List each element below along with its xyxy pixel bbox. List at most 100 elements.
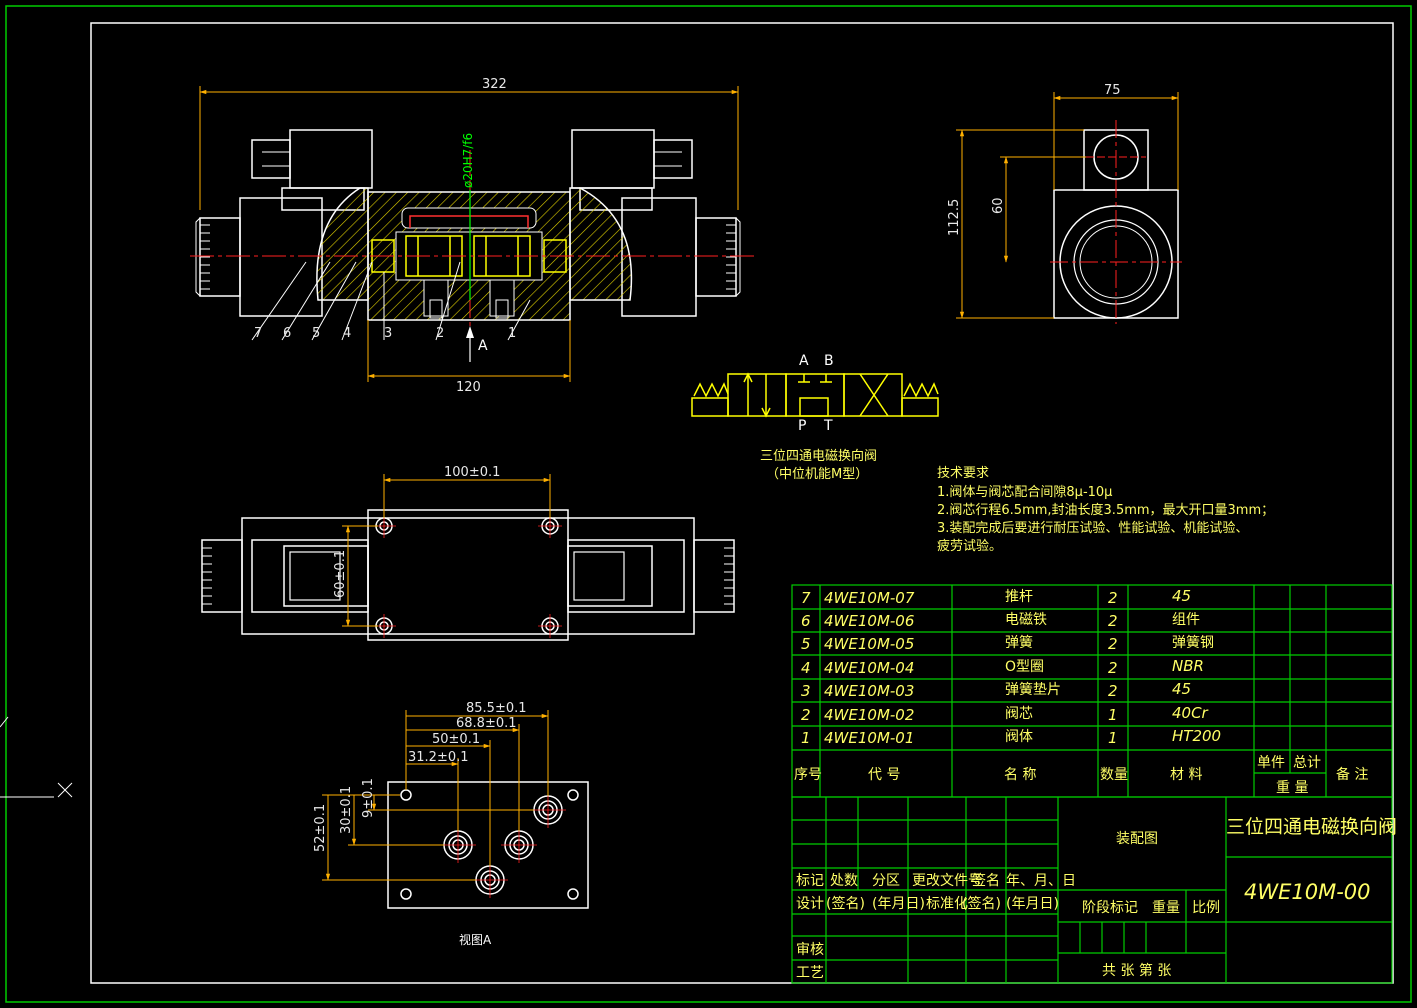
part-balloons: 7 6 5 4 3 2 1 <box>254 326 516 341</box>
svg-text:4WE10M-05: 4WE10M-05 <box>824 635 914 653</box>
main-section-view: A 322 120 ø20H7/f6 <box>190 77 756 395</box>
dim-body-width: 120 <box>456 380 481 395</box>
svg-text:推杆: 推杆 <box>1005 589 1033 605</box>
svg-text:HT200: HT200 <box>1172 727 1221 745</box>
svg-text:O型圈: O型圈 <box>1005 659 1044 675</box>
svg-text:重 量: 重 量 <box>1276 780 1308 796</box>
svg-text:40Cr: 40Cr <box>1172 704 1209 722</box>
port-label-p: P <box>798 418 806 434</box>
bom-row: 7 4WE10M-07 推杆 2 45 <box>801 587 1191 607</box>
svg-text:4WE10M-04: 4WE10M-04 <box>824 659 914 677</box>
svg-text:组件: 组件 <box>1172 612 1200 628</box>
bom-row: 1 4WE10M-01 阀体 1 HT200 <box>801 727 1221 747</box>
balloon-3: 3 <box>384 326 392 341</box>
svg-text:4WE10M-03: 4WE10M-03 <box>824 682 914 700</box>
hydraulic-symbol <box>691 372 939 418</box>
svg-text:年、月、日: 年、月、日 <box>1006 873 1076 889</box>
view-a: 85.5±0.1 68.8±0.1 50±0.1 31.2±0.1 9±0.1 … <box>313 701 589 947</box>
svg-text:(签名): (签名) <box>826 895 865 912</box>
svg-text:1: 1 <box>1108 729 1118 747</box>
port-label-t: T <box>823 418 833 434</box>
tech-line-2: 2.阀芯行程6.5mm,封油长度3.5mm，最大开口量3mm； <box>937 502 1274 518</box>
dim-va-2: 68.8±0.1 <box>456 716 517 731</box>
svg-text:阀芯: 阀芯 <box>1005 706 1033 722</box>
outer-border <box>5 5 1412 1003</box>
dim-overall-length: 322 <box>482 77 507 92</box>
balloon-7: 7 <box>254 326 262 341</box>
side-view: 75 112.5 60 <box>947 83 1182 324</box>
dim-va-4: 31.2±0.1 <box>408 750 469 765</box>
svg-text:(年月日): (年月日) <box>872 896 925 912</box>
balloon-2: 2 <box>436 326 444 341</box>
svg-text:标记: 标记 <box>796 873 824 889</box>
title-block-labels: 标记 处数 分区 更改文件号 签名 年、月、日 设计 (签名) (年月日) 标准… <box>796 816 1397 981</box>
svg-text:工艺: 工艺 <box>796 965 824 981</box>
svg-text:3: 3 <box>801 682 811 700</box>
svg-text:数量: 数量 <box>1100 767 1128 783</box>
dim-side-height: 112.5 <box>947 199 962 236</box>
tech-requirements: 技术要求 1.阀体与阀芯配合间隙8μ-10μ 2.阀芯行程6.5mm,封油长度3… <box>937 466 1274 554</box>
svg-text:弹簧: 弹簧 <box>1005 635 1033 651</box>
svg-text:4: 4 <box>801 659 811 677</box>
svg-text:6: 6 <box>801 612 811 630</box>
svg-text:4WE10M-02: 4WE10M-02 <box>824 706 914 724</box>
dim-va-v1: 9±0.1 <box>361 778 376 818</box>
dim-va-1: 85.5±0.1 <box>466 701 527 716</box>
symbol-subcaption: （中位机能M型） <box>766 467 868 482</box>
svg-text:设计: 设计 <box>796 896 824 912</box>
svg-text:7: 7 <box>801 589 811 607</box>
balloon-1: 1 <box>508 326 516 341</box>
svg-text:2: 2 <box>801 706 811 724</box>
bom-row: 4 4WE10M-04 O型圈 2 NBR <box>801 657 1204 677</box>
title-block <box>791 796 1393 984</box>
tech-line-3: 3.装配完成后要进行耐压试验、性能试验、机能试验、 <box>937 520 1248 536</box>
svg-text:NBR: NBR <box>1172 657 1204 675</box>
svg-text:2: 2 <box>1108 589 1118 607</box>
dim-fit: ø20H7/f6 <box>461 133 475 188</box>
top-view: 100±0.1 60±0.1 <box>201 465 735 641</box>
svg-text:总计: 总计 <box>1293 755 1321 771</box>
bom-row: 6 4WE10M-06 电磁铁 2 组件 <box>801 612 1200 630</box>
bom-row: 3 4WE10M-03 弹簧垫片 2 45 <box>801 680 1191 700</box>
drawing-type: 装配图 <box>1116 831 1158 847</box>
svg-text:分区: 分区 <box>872 873 900 889</box>
drawing-name: 三位四通电磁换向阀 <box>1226 816 1397 838</box>
dim-bolt-vertical: 60±0.1 <box>333 550 348 598</box>
svg-text:2: 2 <box>1108 682 1118 700</box>
tech-line-1: 1.阀体与阀芯配合间隙8μ-10μ <box>937 485 1112 500</box>
bom-rows: 7 4WE10M-07 推杆 2 45 6 4WE10M-06 电磁铁 2 组件… <box>801 587 1221 747</box>
drawing-number: 4WE10M-00 <box>1244 880 1371 904</box>
svg-text:2: 2 <box>1108 635 1118 653</box>
dim-va-v2: 30±0.1 <box>339 786 354 834</box>
svg-text:阀体: 阀体 <box>1005 729 1033 745</box>
bom-row: 5 4WE10M-05 弹簧 2 弹簧钢 <box>801 635 1214 653</box>
svg-text:(年月日): (年月日) <box>1006 896 1059 912</box>
svg-text:45: 45 <box>1172 587 1191 605</box>
svg-text:电磁铁: 电磁铁 <box>1005 612 1047 628</box>
cursor-crosshair <box>0 716 73 798</box>
bom-header: 序号 代 号 名 称 数量 材 料 单件 总计 重 量 备 注 <box>794 755 1368 796</box>
balloon-6: 6 <box>283 326 291 341</box>
dim-side-width: 75 <box>1104 83 1121 98</box>
svg-text:弹簧垫片: 弹簧垫片 <box>1005 682 1061 698</box>
port-label-b: B <box>824 353 834 369</box>
svg-text:45: 45 <box>1172 680 1191 698</box>
dim-va-3: 50±0.1 <box>432 732 480 747</box>
svg-text:重量: 重量 <box>1152 900 1180 916</box>
svg-text:序号: 序号 <box>794 767 822 783</box>
svg-text:1: 1 <box>801 729 811 747</box>
tech-line-4: 疲劳试验。 <box>937 538 1002 554</box>
svg-text:签名: 签名 <box>972 872 1000 889</box>
svg-text:材 料: 材 料 <box>1170 767 1202 783</box>
view-a-label: 视图A <box>459 932 492 947</box>
port-label-a: A <box>799 353 809 369</box>
inner-border <box>90 22 1394 984</box>
svg-text:(签名): (签名) <box>962 895 1001 912</box>
svg-text:标准化: 标准化 <box>926 896 968 912</box>
dim-va-v3: 52±0.1 <box>313 804 328 852</box>
svg-text:名 称: 名 称 <box>1004 767 1036 783</box>
svg-text:1: 1 <box>1108 706 1118 724</box>
bom-row: 2 4WE10M-02 阀芯 1 40Cr <box>801 704 1209 724</box>
dim-port-height: 60 <box>991 197 1006 214</box>
